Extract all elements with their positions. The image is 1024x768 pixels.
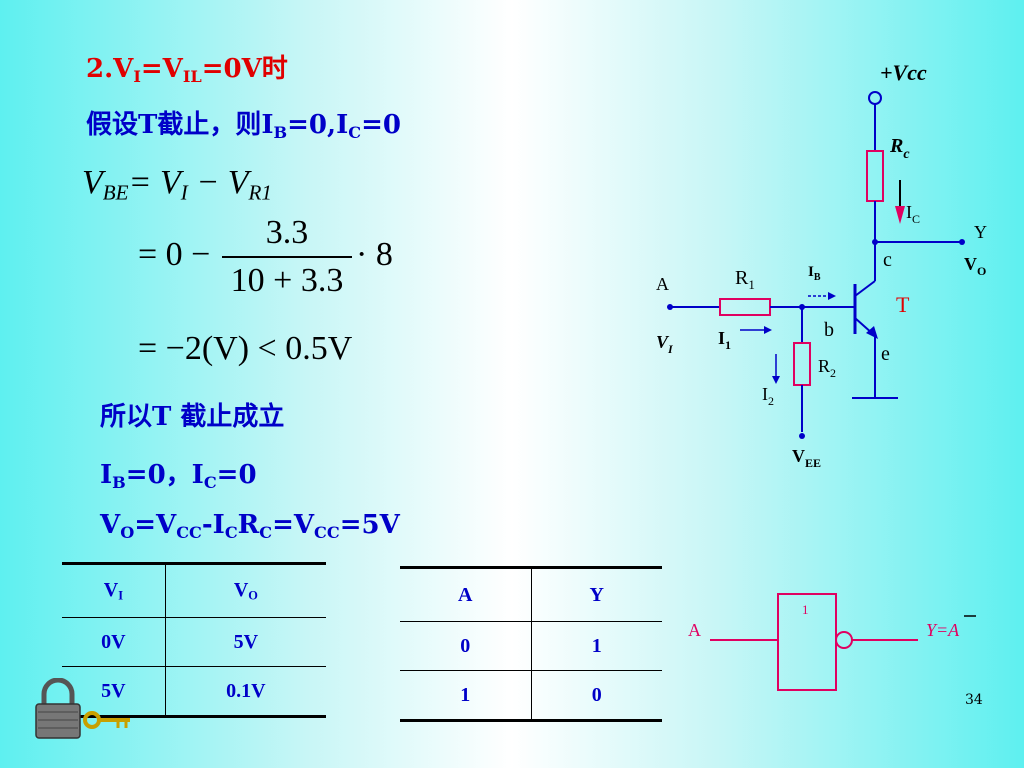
table-cell: 5V (165, 617, 326, 667)
table-header-y: Y (531, 566, 662, 622)
c-label: c (883, 249, 892, 271)
table-header-vi: VI (62, 562, 166, 618)
ib-label: IB (808, 264, 821, 283)
fraction-numerator: 3.3 (265, 214, 309, 251)
gate-inversion-bubble (835, 631, 853, 649)
gate-input-label: A (688, 620, 701, 640)
page-number: 34 (965, 692, 983, 708)
resistor-rc (866, 150, 884, 202)
vcc-terminal (868, 91, 882, 105)
emitter-arrow (866, 326, 878, 339)
vo-label: VO (964, 254, 986, 278)
not-gate-symbol: A 1 Y=A (688, 593, 976, 691)
table-row: 0 1 (400, 621, 662, 671)
i1-arrow-head (764, 326, 772, 334)
equation-2-prefix: = 0 − (138, 236, 211, 273)
assumption-line: 假设T截止，则IB=0,IC=0 (86, 110, 401, 142)
vee-terminal (799, 433, 805, 439)
table-cell: 0 (531, 670, 662, 722)
conclusion-line-1: 所以T 截止成立 (100, 402, 285, 432)
table-cell: 1 (400, 670, 532, 722)
transistor-label: T (896, 292, 910, 317)
table-cell: 0 (400, 621, 532, 671)
vcc-label: +Vcc (880, 60, 927, 85)
b-label: b (824, 319, 834, 341)
table-header-a: A (400, 566, 532, 622)
ic-label: IC (906, 202, 920, 226)
r2-label: R2 (818, 356, 836, 380)
table-cell: 0V (62, 617, 166, 667)
conclusion-line-2: IB=0，IC=0 (100, 460, 257, 492)
padlock-icon (35, 678, 130, 739)
equation-2-suffix: · 8 (356, 236, 393, 273)
equation-1: VBE ​= VI − VR1 (82, 164, 272, 205)
rc-label: Rc (889, 135, 910, 162)
slide-title: 2.VI=VIL=0V时 (86, 54, 288, 86)
fraction-bar (222, 256, 352, 258)
logic-truth-table: A Y 0 1 1 0 (400, 566, 662, 722)
fraction-denominator: 10 + 3.3 (230, 262, 344, 299)
table-cell: 0.1V (165, 666, 326, 718)
a-label: A (656, 274, 669, 294)
table-row: 1 0 (400, 670, 662, 722)
table-header-vo: VO (165, 562, 326, 618)
ic-arrow-head (895, 206, 905, 224)
i1-label: I1 (718, 328, 731, 352)
table-row: VI VO (62, 562, 326, 618)
gate-label: 1 (802, 602, 809, 617)
table-cell: 1 (531, 621, 662, 671)
table-row: A Y (400, 566, 662, 622)
equation-3: = −2(V) < 0.5V (138, 330, 353, 367)
y-label: Y (974, 222, 987, 242)
resistor-r2 (793, 342, 811, 386)
resistor-r1 (719, 298, 771, 316)
output-terminal (959, 239, 965, 245)
transistor-circuit-diagram: +Vcc Rc IC Y c VO T e A R1 IB b VI I1 R2… (656, 60, 987, 470)
gate-output-label: Y=A (926, 620, 960, 640)
i2-label: I2 (762, 384, 774, 408)
vee-label: VEE (792, 446, 821, 470)
transistor-collector (854, 280, 876, 297)
conclusion-line-3: VO=VCC-ICRC=VCC=5V (100, 510, 400, 542)
vi-label: VI (656, 332, 674, 356)
i2-arrow-head (772, 376, 780, 384)
table-row: 0V 5V (62, 617, 326, 667)
e-label: e (881, 343, 890, 365)
ib-arrow-head (828, 292, 836, 300)
r1-label: R1 (735, 267, 755, 292)
